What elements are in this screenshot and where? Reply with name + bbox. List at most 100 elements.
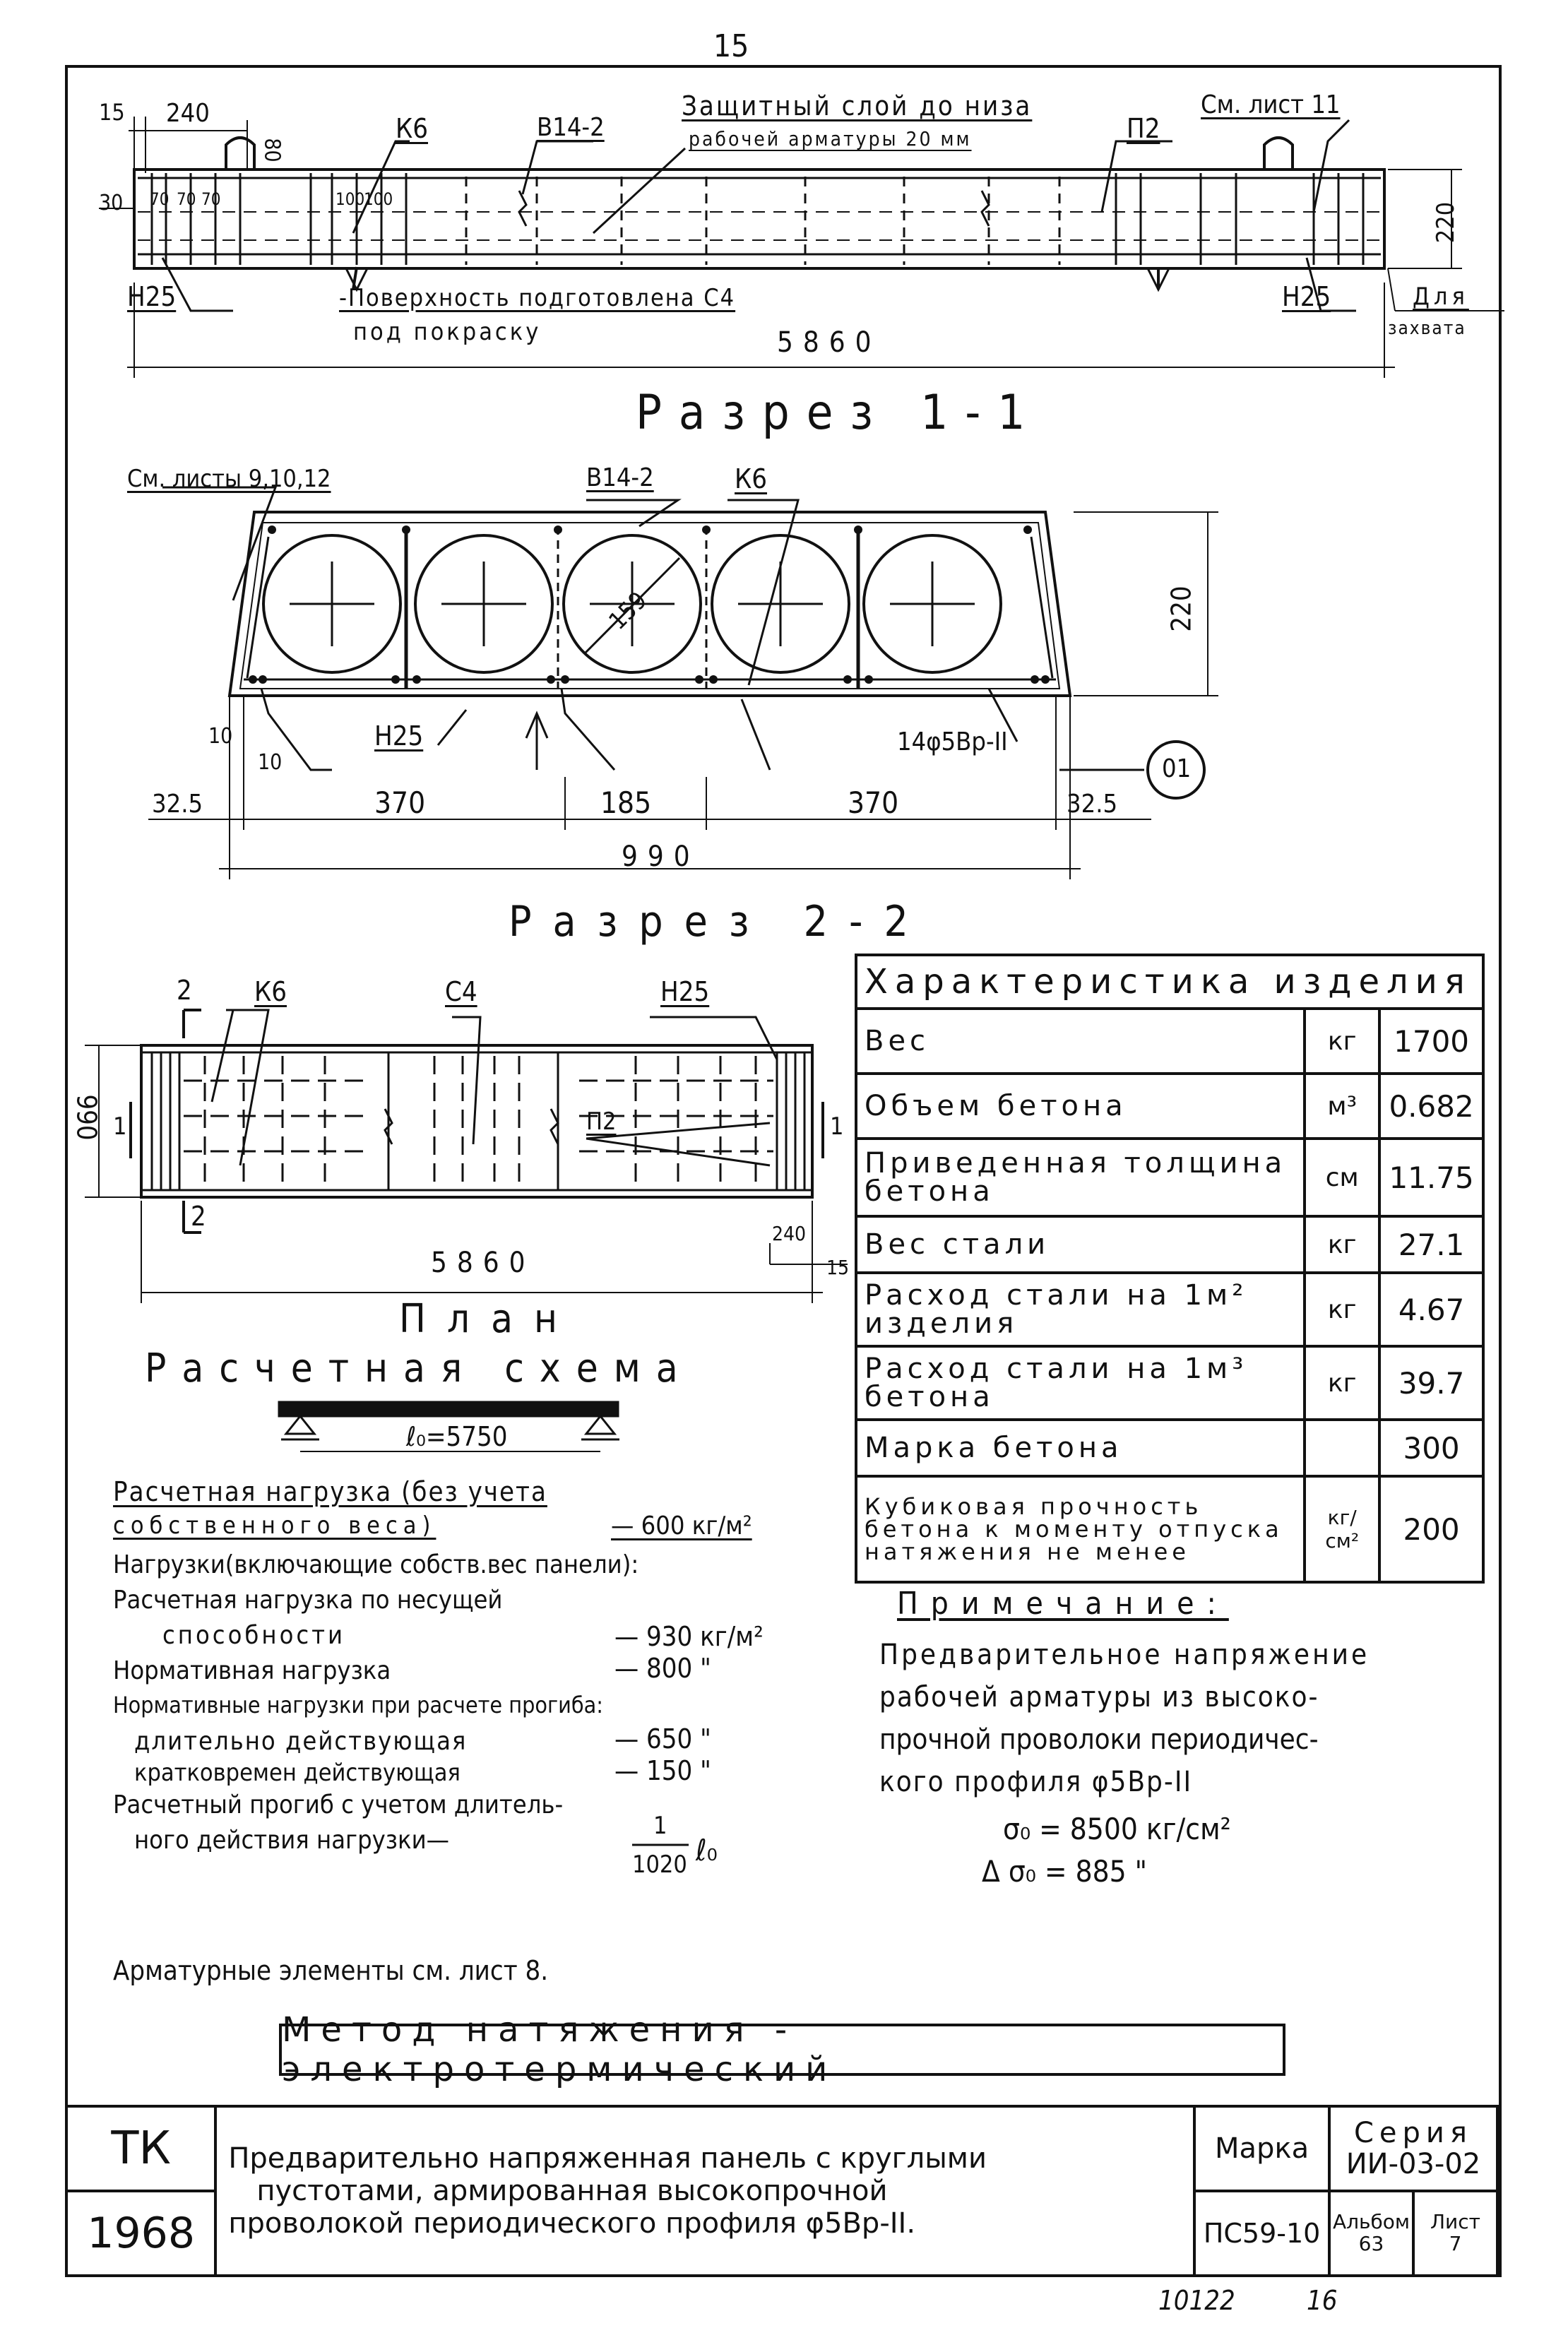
surface-prepared-callout-1: -Поверхность подготовлена С4 (339, 284, 736, 312)
row-value: 0.682 (1378, 1072, 1485, 1140)
for-grip-callout-2: захвата (1388, 318, 1466, 339)
row-unit: кг (1303, 1271, 1382, 1348)
album-cell: Альбом 63 (1327, 2190, 1415, 2277)
design-scheme-beam (278, 1401, 619, 1418)
bearing-load-line-1: Расчетная нагрузка по несущей (113, 1586, 503, 1615)
plan-mark-1-left: 1 (113, 1112, 127, 1141)
hollow-cores (262, 534, 1002, 674)
row-name: Расход стали на 1м³ бетона (854, 1345, 1307, 1421)
row-value: 4.67 (1378, 1271, 1485, 1348)
row-value: 39.7 (1378, 1345, 1485, 1421)
note-title: Примечание: (897, 1586, 1229, 1622)
row-value: 27.1 (1378, 1215, 1485, 1274)
normative-load-label: Нормативная нагрузка (113, 1656, 391, 1685)
n25-right-callout: Н25 (1282, 281, 1331, 312)
rebar-note: Арматурные элементы см. лист 8. (113, 1955, 549, 1986)
section-2-2-caption: Разрез 2-2 (509, 897, 929, 946)
deflection-suffix: ℓ₀ (696, 1833, 718, 1867)
dim-240-top: 240 (166, 99, 210, 128)
plan-mark-1-right: 1 (830, 1112, 844, 1141)
short-term-load-label: кратковремен действующая (134, 1759, 461, 1787)
sheet-label: Лист (1430, 2210, 1480, 2234)
row-unit: кг (1303, 1345, 1382, 1421)
dim-70-a: 70 (150, 189, 170, 209)
row-name: Приведенная толщина бетона (854, 1137, 1307, 1218)
plan-caption: План (399, 1296, 578, 1342)
note-line-4: кого профиля φ5Вр-II (879, 1766, 1193, 1798)
dim-240-plan: 240 (772, 1222, 807, 1245)
n25-callout-2: Н25 (374, 720, 424, 752)
sheet-frame (65, 65, 1502, 2277)
row-value: 1700 (1378, 1007, 1485, 1075)
p2-callout-2: П2 (586, 1107, 617, 1136)
k6-callout-1: К6 (396, 113, 429, 144)
design-load-line-1: Расчетная нагрузка (без учета (113, 1476, 547, 1507)
p2-callout-1: П2 (1127, 113, 1160, 144)
mark-value: ПС59-10 (1193, 2190, 1331, 2277)
row-name: Марка бетона (854, 1418, 1307, 1478)
characteristics-table: Характеристика изделия Вес кг 1700 Объем… (854, 954, 1485, 1584)
dim-15-top: 15 (99, 99, 125, 126)
row-unit: см (1303, 1137, 1382, 1218)
wire-callout: 14φ5Вр-II (897, 727, 1008, 756)
dim-70-b: 70 (177, 189, 196, 209)
normative-load-value: — 800 " (614, 1653, 711, 1684)
v14-2-callout-1: В14-2 (537, 113, 605, 142)
k6-callout-2: К6 (735, 463, 768, 494)
year-label: 1968 (64, 2190, 218, 2277)
row-name: Кубиковая прочность бетона к моменту отп… (854, 1475, 1307, 1584)
section-1-1-caption: Разрез 1-1 (636, 385, 1043, 441)
plan-outline (140, 1044, 814, 1199)
series-label: Серия (1353, 2117, 1473, 2149)
row-value: 200 (1378, 1475, 1485, 1584)
deflection-line-2: ного действия нагрузки— (134, 1826, 450, 1855)
span-label: ℓ₀=5750 (406, 1421, 508, 1452)
beam-outline (133, 168, 1386, 270)
dim-185: 185 (600, 785, 652, 820)
series-cell: Серия ИИ-03-02 (1327, 2105, 1499, 2192)
for-grip-callout-1: Для (1413, 283, 1469, 311)
tk-label: ТК (64, 2105, 218, 2192)
n25-callout-3: Н25 (660, 976, 710, 1007)
table-row: Приведенная толщина бетона см 11.75 (854, 1137, 1485, 1218)
series-value: ИИ-03-02 (1346, 2148, 1481, 2180)
dim-100-b: 100 (364, 189, 393, 209)
note-delta-sigma: Δ σ₀ = 885 " (982, 1854, 1148, 1889)
row-name: Вес (854, 1007, 1307, 1075)
album-label: Альбом (1332, 2210, 1410, 2234)
design-load-value: — 600 кг/м² (611, 1511, 752, 1540)
plan-mark-2-bottom: 2 (191, 1201, 206, 1232)
dim-10-a: 10 (208, 724, 233, 749)
table-row: Объем бетона м³ 0.682 (854, 1072, 1485, 1140)
dim-10-b: 10 (258, 750, 283, 775)
see-sheets-callout: См. листы 9,10,12 (127, 465, 331, 493)
dim-370-left: 370 (374, 785, 426, 820)
v14-2-callout-2: В14-2 (586, 463, 654, 492)
design-load-line-2: собственного веса) (113, 1511, 436, 1540)
long-term-load-label: длительно действующая (134, 1727, 468, 1756)
plan-mark-2-top: 2 (177, 975, 192, 1006)
deflection-numerator: 1 (653, 1812, 667, 1840)
footer-left-number: 10122 (1158, 2285, 1235, 2316)
long-term-load-value: — 650 " (614, 1723, 711, 1754)
protective-layer-callout-2: рабочей арматуры 20 мм (689, 127, 972, 150)
title-block: ТК Предварительно напряженная панель с к… (64, 2105, 1499, 2277)
c4-callout: С4 (445, 976, 477, 1007)
note-line-3: прочной проволоки периодичес- (879, 1723, 1319, 1756)
title-description-line-3: проволокой периодического профиля φ5Вр-I… (228, 2207, 916, 2240)
mark-01: 01 (1162, 754, 1192, 783)
title-description-line-1: Предварительно напряженная панель с круг… (228, 2142, 987, 2175)
title-description: Предварительно напряженная панель с круг… (214, 2105, 1196, 2277)
table-row: Кубиковая прочность бетона к моменту отп… (854, 1475, 1485, 1584)
dim-30: 30 (99, 191, 124, 215)
row-unit: кг/см² (1303, 1475, 1382, 1584)
title-description-line-2: пустотами, армированная высокопрочной (256, 2175, 888, 2207)
row-unit: кг (1303, 1007, 1382, 1075)
note-sigma: σ₀ = 8500 кг/см² (1003, 1812, 1231, 1846)
row-value: 300 (1378, 1418, 1485, 1478)
